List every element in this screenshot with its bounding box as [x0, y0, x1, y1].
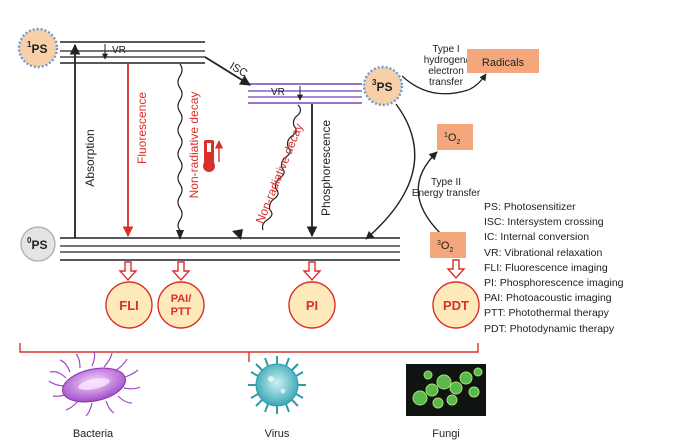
- fli-circle: FLI: [105, 281, 153, 329]
- triplet-levels: [248, 83, 362, 104]
- pdt-label: PDT: [443, 298, 469, 313]
- pai-down-arrow: [171, 261, 191, 282]
- pi-circle: PI: [288, 281, 336, 329]
- singlet-oxygen-main: O: [448, 132, 457, 144]
- fungi-icon: [406, 364, 486, 416]
- isc-label: ISC: [228, 60, 250, 80]
- outcome-arrows: [118, 259, 466, 282]
- fungi-label: Fungi: [432, 428, 460, 440]
- singlet-main: PS: [31, 42, 47, 56]
- nonrad-decay-label-2: Non-radiative decay: [253, 121, 306, 225]
- singlet-excited-state: 1PS: [17, 27, 59, 69]
- virus-label: Virus: [265, 428, 290, 440]
- virus-icon: [248, 356, 306, 414]
- type2-line2: Energy transfer: [412, 188, 481, 199]
- singlet-sup: 1: [27, 40, 32, 49]
- outcome-bracket: [19, 343, 479, 353]
- ground-sup: 0: [27, 236, 32, 245]
- fli-label: FLI: [119, 298, 139, 313]
- triplet-oxygen-sup: 3: [437, 240, 441, 247]
- abbreviation-legend: PS: Photosensitizer ISC: Intersystem cro…: [484, 200, 624, 337]
- type1-line1: Type I: [432, 44, 459, 55]
- nonrad-decay-arrowhead-1: [176, 230, 184, 240]
- oxygen-conversion-curve: [417, 151, 441, 234]
- legend-item: PI: Phosphorescence imaging: [484, 277, 624, 290]
- pi-down-arrow: [302, 261, 322, 282]
- legend-item: IC: Internal conversion: [484, 231, 590, 244]
- triplet-sup: 3: [372, 78, 377, 87]
- type1-line3: electron: [428, 66, 464, 77]
- ground-levels: [60, 237, 400, 261]
- type1-arrow: [401, 73, 487, 95]
- triplet-oxygen-box: [430, 232, 466, 258]
- phosphorescence-label: Phosphorescence: [319, 120, 333, 216]
- triplet-main: PS: [376, 80, 392, 94]
- svg-text:0PS: 0PS: [27, 236, 47, 252]
- pdt-down-arrow: [446, 259, 466, 280]
- type1-line2: hydrogen/: [424, 55, 469, 66]
- vr-triplet-label: VR: [271, 87, 285, 98]
- nonrad-decay-label-1: Non-radiative decay: [187, 92, 201, 199]
- svg-text:3O2: 3O2: [437, 240, 453, 254]
- nonrad-decay-wave-2: [261, 104, 302, 231]
- svg-text:1O2: 1O2: [444, 132, 460, 146]
- ground-main: PS: [31, 238, 47, 252]
- type2-line1: Type II: [431, 177, 461, 188]
- nonrad-decay-wave-1: [177, 63, 183, 231]
- absorption-label: Absorption: [83, 129, 97, 186]
- pdt-circle: PDT: [432, 281, 480, 329]
- singlet-oxygen-sub: 2: [456, 139, 460, 146]
- svg-text:1PS: 1PS: [27, 40, 47, 56]
- legend-item: VR: Vibrational relaxation: [484, 246, 603, 259]
- isc-arrow: [204, 56, 251, 86]
- triplet-oxygen-sub: 2: [449, 247, 453, 254]
- singlet-excited-levels: [60, 41, 205, 64]
- type1-line4: transfer: [429, 77, 464, 88]
- pi-label: PI: [306, 298, 318, 313]
- legend-item: PTT: Photothermal therapy: [484, 307, 609, 320]
- radicals-label: Radicals: [482, 57, 525, 69]
- fli-down-arrow: [118, 261, 138, 282]
- pai-ptt-circle: PAI/ PTT: [157, 281, 205, 329]
- legend-item: FLI: Fluorescence imaging: [484, 261, 608, 274]
- thermometer-icon: [203, 140, 224, 172]
- legend-item: PDT: Photodynamic therapy: [484, 322, 615, 335]
- radicals-box: [467, 49, 539, 73]
- ptt-label: PTT: [171, 306, 192, 318]
- bacteria-icon: [48, 351, 141, 417]
- pai-label: PAI/: [171, 293, 192, 305]
- svg-text:3PS: 3PS: [372, 78, 392, 94]
- legend-item: PS: Photosensitizer: [484, 201, 576, 213]
- triplet-oxygen-main: O: [441, 240, 450, 252]
- legend-item: PAI: Photoacoustic imaging: [484, 292, 612, 305]
- singlet-oxygen-box: [437, 124, 473, 150]
- fluorescence-label: Fluorescence: [135, 92, 149, 164]
- singlet-oxygen-sup: 1: [444, 132, 448, 139]
- legend-item: ISC: Intersystem crossing: [484, 216, 604, 229]
- ground-state: 0PS: [20, 226, 56, 262]
- triplet-state: 3PS: [362, 65, 404, 107]
- nonrad-decay-arrowhead-2: [232, 229, 243, 240]
- bacteria-label: Bacteria: [73, 428, 114, 440]
- vr-top-label: VR: [112, 45, 126, 56]
- energy-transfer-curve: [365, 103, 416, 240]
